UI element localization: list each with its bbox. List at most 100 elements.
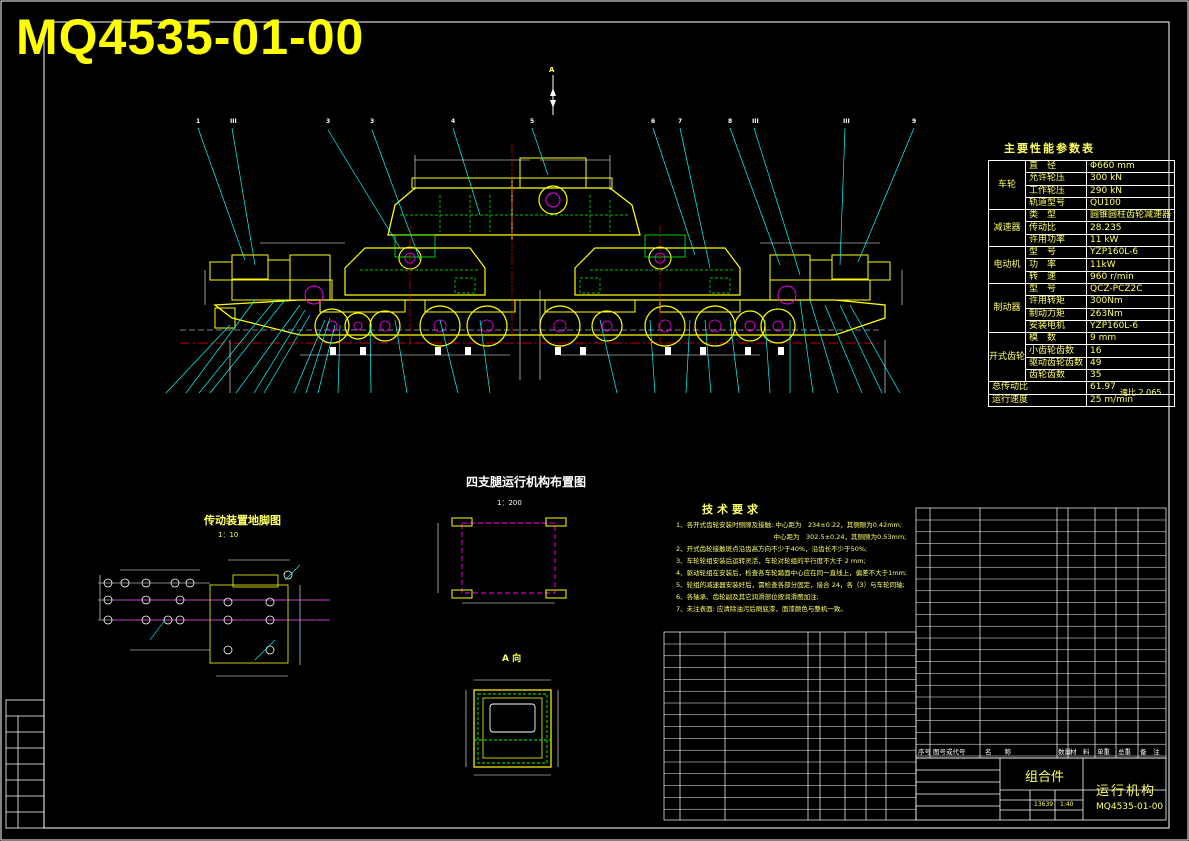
param-label: 制动力矩 xyxy=(1025,307,1088,321)
param-value: 11 kW xyxy=(1086,233,1176,248)
param-label: 传动比 xyxy=(1025,221,1088,235)
param-value: 290 kN xyxy=(1086,184,1176,198)
left-stamp-block xyxy=(5,699,45,829)
inner-frame xyxy=(43,21,1170,829)
param-label: 型 号 xyxy=(1025,246,1088,260)
parts-list-left-rows xyxy=(664,643,916,810)
main-elevation-view xyxy=(165,75,915,394)
param-value: 圆锥圆柱齿轮减速器 xyxy=(1086,209,1176,223)
param-label: 型 号 xyxy=(1025,282,1088,297)
param-value: 28.235 xyxy=(1086,221,1176,235)
drive-plan-title: 传动装置地脚图 xyxy=(204,514,281,527)
param-label: 运行速度 xyxy=(987,393,1088,407)
tech-requirement-line: 7、未注表面: 应清除油污后刷底漆，面漆颜色与整机一致。 xyxy=(676,605,847,613)
param-label: 安装电机 xyxy=(1025,319,1088,334)
param-group: 减速器 xyxy=(987,209,1027,248)
drawing-number-title: MQ4535-01-00 xyxy=(16,9,365,65)
four-leg-layout-plan xyxy=(437,517,567,604)
title-block-header-cell: 数量 xyxy=(1058,748,1071,756)
view-a-marker: A xyxy=(549,66,555,74)
drive-foundation-plan xyxy=(98,559,330,677)
layout-plan-title: 四支腿运行机构布置图 xyxy=(466,475,587,489)
param-value: 25 m/min xyxy=(1086,393,1176,407)
title-block-header-cell: 备 注 xyxy=(1140,748,1160,756)
param-label: 许用转矩 xyxy=(1025,295,1088,309)
tech-requirement-line: 1、各开式齿轮安装时侧隙及接触: 中心距为 234±0.22，其侧隙为0.42m… xyxy=(676,521,903,529)
callout-label: 3 xyxy=(326,118,331,125)
param-label: 转 速 xyxy=(1025,270,1088,284)
param-label: 齿轮齿数 xyxy=(1025,369,1088,383)
callout-label: 5 xyxy=(530,118,535,125)
tech-requirement-line: 2、开式齿轮接触斑点沿齿高方向不少于40%，沿齿长不少于50%; xyxy=(676,545,868,553)
param-label: 模 数 xyxy=(1025,332,1088,346)
title-block-header-cell: 图号或代号 xyxy=(933,748,966,756)
callout-label: 9 xyxy=(912,118,917,125)
assembly-label: 组合件 xyxy=(1025,770,1065,785)
tech-requirement-line: 中心距为 302.5±0.24，其侧隙为0.53mm; xyxy=(676,533,907,541)
tech-requirement-line: 6、各轴承、齿轮副及其它润滑部位按润滑图加注; xyxy=(676,593,819,601)
callout-label: 4 xyxy=(451,118,456,125)
param-value: QU100 xyxy=(1086,196,1176,211)
param-value: 49 xyxy=(1086,356,1176,371)
parts-list-left-grid xyxy=(663,631,917,821)
title-block-header-cell: 总重 xyxy=(1118,748,1131,756)
param-value: 300 kN xyxy=(1086,172,1176,186)
param-label: 轨道型号 xyxy=(1025,196,1088,211)
layout-plan-scale: 1：200 xyxy=(497,499,522,507)
param-value: 9 mm xyxy=(1086,332,1176,346)
callout-label: 1 xyxy=(196,118,201,125)
ratio-note: 速比 2.065 xyxy=(1120,388,1162,397)
param-value: 11kW xyxy=(1086,258,1176,272)
drawing-scale: 1:40 xyxy=(1060,801,1074,808)
callout-label: 3 xyxy=(370,118,375,125)
param-group: 车轮 xyxy=(987,159,1027,211)
param-value: 35 xyxy=(1086,369,1176,383)
callout-label: 8 xyxy=(728,118,733,125)
param-label: 许用功率 xyxy=(1025,233,1088,248)
param-label: 功 率 xyxy=(1025,258,1088,272)
param-value: Φ660 mm xyxy=(1086,159,1176,174)
param-label: 类 型 xyxy=(1025,209,1088,223)
tech-requirement-line: 3、车轮轮组安装后运转灵活，车轮对轮组的平行度不大于 2 mm; xyxy=(676,557,866,565)
param-value: 300Nm xyxy=(1086,295,1176,309)
title-block-header-cell: 序号 xyxy=(918,748,931,756)
param-value: 16 xyxy=(1086,344,1176,358)
param-label: 工作轮压 xyxy=(1025,184,1088,198)
callout-label: III xyxy=(752,118,759,125)
title-block-header-cell: 单重 xyxy=(1097,748,1110,756)
param-value: YZP160L-6 xyxy=(1086,319,1176,334)
callout-label: III xyxy=(843,118,850,125)
view-a-drawing xyxy=(465,679,559,776)
param-value: 960 r/min xyxy=(1086,270,1176,284)
title-block-grid xyxy=(915,757,1167,821)
drawing-name: 运行机构 xyxy=(1096,784,1157,799)
tech-requirements-title: 技术要求 xyxy=(702,503,762,516)
param-label: 小齿轮齿数 xyxy=(1025,344,1088,358)
tech-requirement-line: 4、驱动轮组在安装后，检查各车轮踏面中心应在同一直线上，偏差不大于1mm; xyxy=(676,569,908,577)
title-block-header-cell: 材 料 xyxy=(1070,748,1090,756)
param-row: 减速器类 型圆锥圆柱齿轮减速器 xyxy=(987,209,1176,248)
param-group: 制动器 xyxy=(987,282,1027,334)
title-block-header-cell: 名 称 xyxy=(985,748,1011,756)
drive-plan-scale: 1：10 xyxy=(218,531,239,539)
param-label: 直 径 xyxy=(1025,159,1088,174)
param-group: 开式齿轮 xyxy=(987,332,1027,383)
